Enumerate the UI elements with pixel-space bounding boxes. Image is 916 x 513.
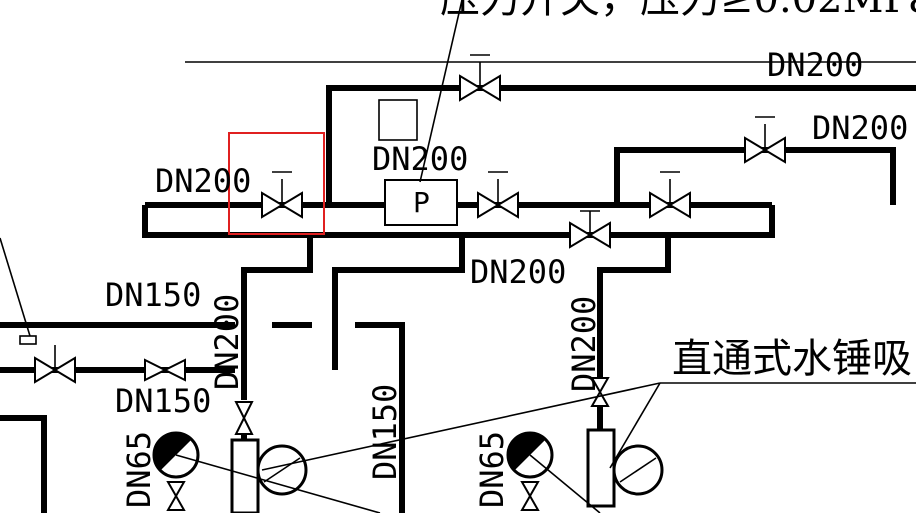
top-annotation-text: 压力开关，压力≥0.02MPa bbox=[440, 0, 916, 22]
label-dn200-below: DN200 bbox=[470, 253, 566, 291]
gate-valve-top bbox=[459, 54, 501, 102]
label-dn200-center: DN200 bbox=[372, 140, 468, 178]
leader-annotation-1 bbox=[261, 382, 661, 471]
label-dn65-right: DN65 bbox=[473, 431, 511, 508]
label-dn65-left: DN65 bbox=[120, 431, 158, 508]
pipe-upper-top bbox=[326, 85, 916, 205]
gate-valve-vertical-dn65-left bbox=[166, 481, 186, 511]
leader-left bbox=[0, 237, 31, 337]
gate-valve-right-branch bbox=[744, 116, 786, 164]
pressure-switch-box bbox=[378, 99, 418, 141]
gate-valve-left-lower-2 bbox=[144, 358, 186, 382]
leader-top bbox=[419, 0, 463, 183]
pipe-header-outer bbox=[142, 205, 313, 400]
leader-annotation-2 bbox=[609, 382, 661, 469]
pipe-header-inner bbox=[597, 205, 775, 385]
label-dn150-vertical: DN150 bbox=[366, 384, 404, 480]
pipe-dn150-right bbox=[355, 322, 405, 513]
gate-valve-left-lower-1 bbox=[34, 345, 76, 384]
leader-annotation-3 bbox=[175, 454, 381, 513]
label-dn200-top-right: DN200 bbox=[767, 46, 863, 84]
label-dn200-vertical-right: DN200 bbox=[565, 296, 603, 392]
gate-valve-vertical-left bbox=[234, 401, 254, 435]
label-hammer-arrestor: 直通式水锤吸 bbox=[672, 336, 912, 382]
pipe-bottom-left bbox=[0, 415, 47, 513]
gate-valve-after-pump bbox=[477, 171, 519, 219]
gate-valve-highlighted bbox=[261, 171, 303, 219]
pipe-right-branch bbox=[614, 147, 896, 205]
pressure-gauge-right bbox=[612, 444, 664, 496]
selection-highlight bbox=[228, 132, 325, 235]
label-dn200-mid-right: DN200 bbox=[812, 109, 908, 147]
gate-valve-header-lower bbox=[569, 210, 611, 249]
label-dn200-vertical-left: DN200 bbox=[208, 294, 246, 390]
label-dn150-bottom-left: DN150 bbox=[115, 382, 211, 420]
gate-valve-header-right bbox=[649, 171, 691, 219]
pipe-mid-branch bbox=[332, 235, 465, 370]
pressure-switch-small bbox=[19, 335, 37, 345]
leader-annotation-4 bbox=[529, 454, 601, 513]
label-dn200-left: DN200 bbox=[155, 162, 251, 200]
gate-valve-vertical-dn65-right bbox=[520, 481, 540, 511]
pump-label: P bbox=[413, 186, 430, 219]
label-dn150-left: DN150 bbox=[105, 276, 201, 314]
